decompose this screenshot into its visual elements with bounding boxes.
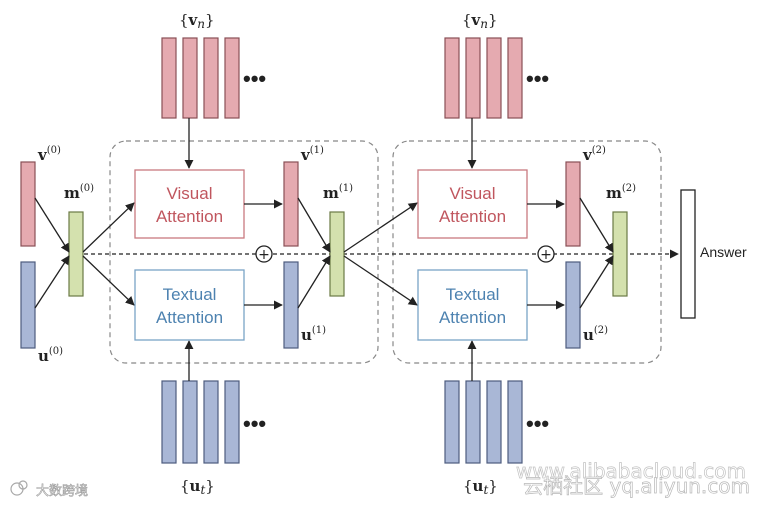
textual-attention-box-2: Textual Attention [417,269,528,341]
ellipsis-textual-1: ••• [243,411,266,436]
textual-features-stack-1 [161,380,240,464]
arrow-m1-to-textual-attention-2 [343,255,418,306]
visual-attention-box-2: Visual Attention [417,169,528,239]
arrow-v2-to-m2 [579,197,614,253]
watermark-left-logo: 大数跨境 [10,480,88,499]
step-1-group [109,140,379,364]
label-u0: u(0) [38,346,63,365]
visual-features-label-1: {vn} [179,11,215,31]
textual-features-stack-2 [444,380,523,464]
visual-features-stack-2 [444,37,523,119]
answer-label: Answer [700,244,747,260]
vector-v1 [283,161,299,247]
ellipsis-visual-1: ••• [243,66,266,91]
arrow-u1-to-m1 [297,255,331,309]
svg-text:Textual: Textual [446,285,500,304]
ellipsis-visual-2: ••• [526,66,549,91]
arrow-m1-to-visual-attention-2 [343,202,418,253]
svg-text:Visual: Visual [167,184,213,203]
arrow-m0-to-visual-attention-1 [82,202,135,253]
ellipsis-textual-2: ••• [526,411,549,436]
vector-u2 [565,261,581,349]
svg-text:大数跨境: 大数跨境 [36,484,88,499]
vector-v0 [20,161,36,247]
svg-text:+: + [258,247,270,263]
residual-plus-node-2: + [537,245,555,263]
visual-features-stack-1 [161,37,240,119]
answer-vector [680,189,696,319]
label-m0: m(0) [64,183,94,202]
textual-attention-box-1: Textual Attention [134,269,245,341]
label-m1: m(1) [323,183,353,202]
residual-plus-node-1: + [255,245,273,263]
step-2-group [392,140,662,364]
watermark-right-top: www.alibabacloud.com [516,459,746,483]
memory-m1 [329,211,345,297]
arrow-v0-to-m0 [34,197,70,253]
visual-features-label-2: {vn} [462,11,498,31]
textual-features-label-1: {ut} [180,477,215,497]
svg-text:Attention: Attention [156,308,223,327]
svg-text:Attention: Attention [439,308,506,327]
arrow-u2-to-m2 [579,255,614,309]
svg-text:Visual: Visual [450,184,496,203]
label-v0: v(0) [37,145,61,164]
label-m2: m(2) [606,183,636,202]
arrow-u0-to-m0 [34,255,70,309]
watermark-right: 云栖社区 yq.aliyun.com [523,474,750,498]
label-v1: v(1) [300,145,324,164]
textual-features-label-2: {ut} [463,477,498,497]
memory-m2 [612,211,628,297]
memory-m0 [68,211,84,297]
arrow-v1-to-m1 [297,197,331,253]
visual-attention-box-1: Visual Attention [134,169,245,239]
vector-u0 [20,261,36,349]
svg-text:Attention: Attention [156,207,223,226]
label-u1: u(1) [301,325,326,344]
vector-v2 [565,161,581,247]
svg-text:Attention: Attention [439,207,506,226]
svg-text:Textual: Textual [163,285,217,304]
svg-text:+: + [540,247,552,263]
label-u2: u(2) [583,325,608,344]
label-v2: v(2) [582,145,606,164]
arrow-m0-to-textual-attention-1 [82,255,135,306]
vector-u1 [283,261,299,349]
